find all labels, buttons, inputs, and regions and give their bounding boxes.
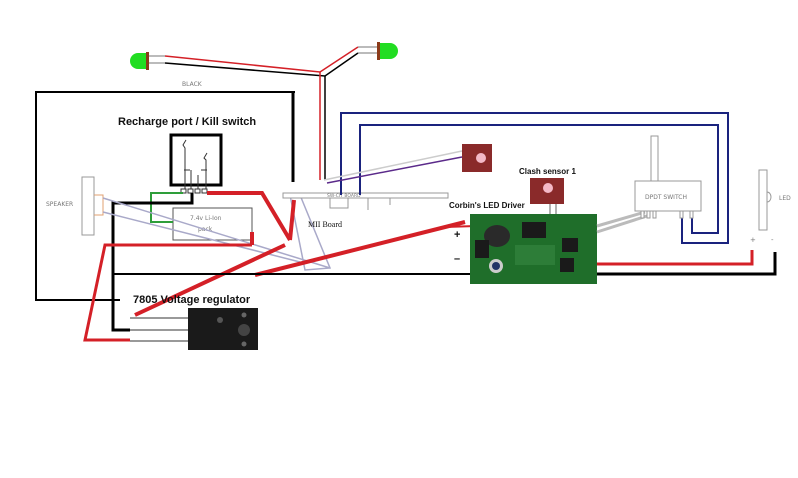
black-ground-loop bbox=[35, 91, 295, 301]
led-driver-board bbox=[470, 214, 597, 284]
led-driver-label: Corbin's LED Driver bbox=[449, 201, 525, 210]
mii-board-label: MII Board bbox=[308, 220, 342, 229]
speaker-wires bbox=[102, 194, 332, 271]
speaker-label: SPEAKER bbox=[46, 201, 73, 208]
led-minus-label: - bbox=[771, 236, 774, 244]
black-wire-label: BLACK bbox=[182, 81, 203, 88]
blue-switch-wires bbox=[340, 112, 729, 244]
accent-led-left bbox=[130, 52, 165, 70]
dpdt-switch: DPDT SWITCH bbox=[634, 135, 702, 219]
speaker bbox=[81, 176, 104, 236]
clash-sensor-a bbox=[462, 144, 492, 172]
led-plus-label: + bbox=[750, 236, 756, 244]
led-wires bbox=[164, 46, 359, 180]
clash-sensor-label: Clash sensor 1 bbox=[519, 167, 576, 176]
led-label: LED bbox=[779, 195, 791, 202]
svg-text:SW-CIT BOARD: SW-CIT BOARD bbox=[327, 193, 361, 199]
driver-minus-label: – bbox=[454, 253, 460, 265]
recharge-port-label: Recharge port / Kill switch bbox=[118, 116, 256, 128]
regulator-label: 7805 Voltage regulator bbox=[133, 294, 251, 306]
red-power-wires bbox=[83, 191, 477, 342]
recharge-port bbox=[169, 133, 223, 194]
voltage-regulator bbox=[130, 308, 258, 350]
accent-led-right bbox=[358, 42, 398, 60]
sensor-wires bbox=[323, 150, 463, 184]
svg-text:DPDT SWITCH: DPDT SWITCH bbox=[645, 194, 687, 201]
svg-text:7.4v Li-Ion: 7.4v Li-Ion bbox=[190, 215, 222, 222]
clash-sensor-1 bbox=[530, 178, 564, 220]
sound-board: SW-CIT BOARD bbox=[282, 192, 449, 210]
green-wire bbox=[150, 192, 183, 223]
black-wire-charge bbox=[111, 193, 194, 332]
driver-plus-label: + bbox=[454, 229, 460, 241]
main-led bbox=[758, 169, 772, 231]
led-output-wires bbox=[597, 250, 777, 276]
